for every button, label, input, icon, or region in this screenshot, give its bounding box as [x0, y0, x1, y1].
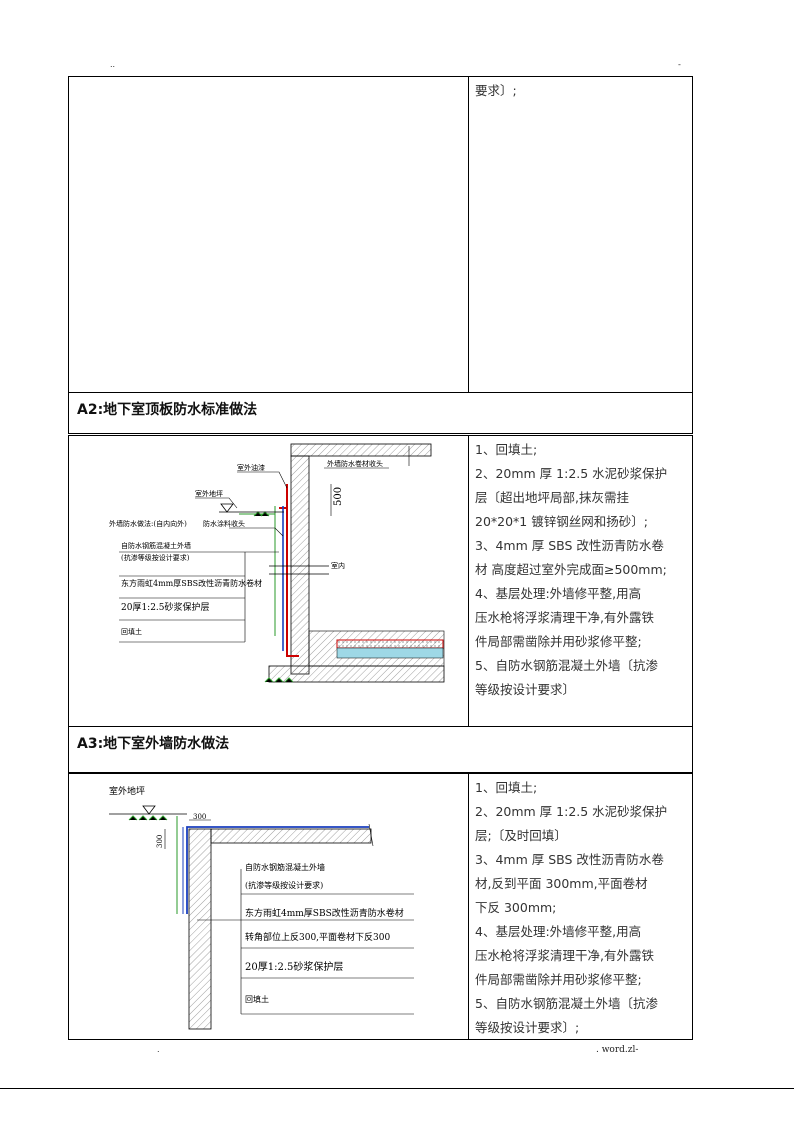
a3-line: 等级按设计要求〕;: [475, 1020, 580, 1035]
a3-line: 材,反到平面 300mm,平面卷材: [475, 876, 648, 891]
row1-line: 要求〕;: [475, 83, 517, 98]
a2-line: 等级按设计要求〕: [475, 682, 576, 697]
a2-line: 4、基层处理:外墙修平整,用高: [475, 586, 642, 601]
a3-line: 3、4mm 厚 SBS 改性沥青防水卷: [475, 852, 664, 867]
a3-line: 层;〔及时回填〕: [475, 828, 567, 843]
a2-line: 20*20*1 镀锌钢丝网和扬砂〕;: [475, 514, 648, 529]
a2-wall-note2: 防水涂料收头: [203, 519, 245, 528]
a3-line: 件局部需凿除并用砂浆修平整;: [475, 972, 642, 987]
a2-line: 层〔超出地坪局部,抹灰需挂: [475, 490, 629, 505]
a2-line: 件局部需凿除并用砂浆修平整;: [475, 634, 642, 649]
a2-dim-500: 500: [333, 487, 344, 506]
footer-left-mark: .: [157, 1045, 160, 1054]
a2-line: 3、4mm 厚 SBS 改性沥青防水卷: [475, 538, 664, 553]
a3-detail-drawing: 室外地坪 300 300 自防水钢筋混凝土外墙 (抗渗等级按设计要求) 东方雨虹…: [109, 785, 414, 1030]
a2-detail-drawing: 500 外墙防水卷材收头 室外油漆 室外地坪 外墙防水做法:(自内向外) 防水涂…: [109, 443, 445, 683]
a3-legend-3: 转角部位上反300,平面卷材下反300: [245, 931, 390, 943]
a2-legend-2: 东方雨虹4mm厚SBS改性沥青防水卷材: [121, 578, 262, 588]
a3-outdoor-paving: 室外地坪: [109, 785, 145, 797]
a2-line: 材 高度超过室外完成面≥500mm;: [475, 562, 667, 577]
a3-legend-2: 东方雨虹4mm厚SBS改性沥青防水卷材: [245, 907, 404, 919]
a2-line: 2、20mm 厚 1:2.5 水泥砂浆保护: [475, 466, 668, 481]
a2-section-title: A2:地下室顶板防水标准做法: [68, 392, 693, 434]
a3-line: 4、基层处理:外墙修平整,用高: [475, 924, 642, 939]
a3-line: 下反 300mm;: [475, 900, 557, 915]
row1-drawing-cell: [68, 76, 469, 393]
a3-legend-4: 20厚1:2.5砂浆保护层: [245, 960, 343, 973]
a3-line: 压水枪将浮浆清理干净,有外露铁: [475, 948, 654, 963]
a2-legend-1: (抗渗等级按设计要求): [121, 553, 190, 562]
a2-line: 压水枪将浮浆清理干净,有外露铁: [475, 610, 654, 625]
a2-wall-note: 外墙防水做法:(自内向外): [109, 519, 187, 528]
a3-dim-h: 300: [193, 813, 206, 821]
row1-text-cell: 要求〕;: [468, 76, 693, 393]
page-separator: [0, 1088, 794, 1089]
a3-line: 1、回填土;: [475, 780, 538, 795]
a3-legend-5: 回填土: [245, 994, 269, 1004]
a3-drawing-cell: 室外地坪 300 300 自防水钢筋混凝土外墙 (抗渗等级按设计要求) 东方雨虹…: [68, 773, 469, 1040]
header-left-mark: ..: [110, 60, 116, 69]
a3-line: 2、20mm 厚 1:2.5 水泥砂浆保护: [475, 804, 668, 819]
a3-legend-0: 自防水钢筋混凝土外墙: [245, 862, 325, 872]
a2-indoor-label: 室内: [331, 561, 345, 570]
a2-outdoor-finish: 室外油漆: [237, 463, 265, 472]
header-right-mark: -: [678, 60, 681, 69]
a2-line: 5、自防水钢筋混凝土外墙〔抗渗: [475, 658, 658, 673]
a3-dim-v: 300: [156, 835, 164, 848]
a2-legend-3: 20厚1:2.5砂浆保护层: [121, 601, 210, 613]
a2-text-cell: 1、回填土; 2、20mm 厚 1:2.5 水泥砂浆保护 层〔超出地坪局部,抹灰…: [468, 435, 693, 727]
a2-drawing-cell: 500 外墙防水卷材收头 室外油漆 室外地坪 外墙防水做法:(自内向外) 防水涂…: [68, 435, 469, 727]
footer-right-mark: . word.zl-: [596, 1045, 639, 1055]
a2-legend-4: 回填土: [121, 627, 142, 636]
a2-top-note: 外墙防水卷材收头: [327, 459, 383, 468]
a2-outdoor-paving: 室外地坪: [195, 489, 223, 498]
a3-text-cell: 1、回填土; 2、20mm 厚 1:2.5 水泥砂浆保护 层;〔及时回填〕 3、…: [468, 773, 693, 1040]
a2-legend-0: 自防水钢筋混凝土外墙: [121, 541, 191, 550]
a2-line: 1、回填土;: [475, 442, 538, 457]
a3-legend-1: (抗渗等级按设计要求): [245, 880, 323, 890]
a3-line: 5、自防水钢筋混凝土外墙〔抗渗: [475, 996, 658, 1011]
a3-section-title: A3:地下室外墙防水做法: [68, 726, 693, 773]
